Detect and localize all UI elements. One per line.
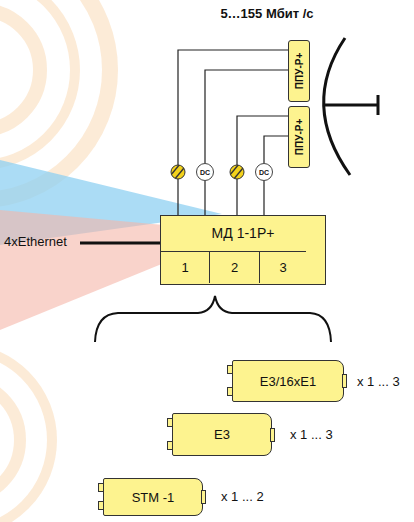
- box-label: ППУ-Р+: [294, 53, 305, 89]
- box-label: E3/16xE1: [260, 374, 316, 389]
- feed-unit-box: ППУ-Р+: [288, 106, 310, 168]
- connector-tab: [227, 365, 233, 374]
- interface-module: STM -1: [103, 478, 203, 516]
- signal-wire: [264, 136, 288, 163]
- connector-tab: [98, 483, 104, 492]
- quantity-label: x 1 ... 2: [221, 489, 264, 504]
- slot-number: 3: [279, 260, 286, 275]
- connector-tab: [270, 428, 275, 442]
- quantity-label: x 1 ... 3: [357, 374, 400, 389]
- dc-label: DC: [259, 169, 269, 176]
- signal-wire: [204, 181, 205, 215]
- signal-wire: [237, 116, 288, 215]
- module-brace: [95, 296, 331, 342]
- modem-box: МД 1-1Р+ 1 2 3: [160, 215, 326, 285]
- feed-unit-box: ППУ-Р+: [288, 40, 310, 102]
- signal-wire: [263, 181, 264, 215]
- surge-protector-stripes: [170, 164, 184, 180]
- box-label: МД 1-1Р+: [161, 225, 325, 241]
- antenna-feed: [323, 95, 378, 115]
- connector-tab: [98, 501, 104, 510]
- interface-module: E3/16xE1: [232, 360, 344, 402]
- slot-number: 1: [181, 260, 188, 275]
- quantity-label: x 1 ... 3: [290, 427, 333, 442]
- slot-number: 2: [231, 260, 238, 275]
- box-label: E3: [214, 427, 230, 442]
- surge-protector-body: [230, 165, 244, 179]
- decor-ring: [0, 0, 75, 165]
- box-label: STM -1: [132, 490, 175, 505]
- decor-ring: [0, 348, 52, 522]
- dc-block-circle: DC: [255, 163, 273, 181]
- connector-tab: [167, 441, 173, 450]
- interface-label: 4xEthernet: [4, 234, 67, 249]
- connector-tab: [167, 418, 173, 427]
- slot-cell: 2: [209, 251, 259, 283]
- connector-tab: [227, 387, 233, 396]
- surge-protector-symbol: [229, 164, 244, 180]
- dc-block-circle: DC: [196, 163, 214, 181]
- ethernet-line: [80, 242, 160, 245]
- connector-tab: [342, 374, 347, 388]
- surge-protector-symbol: [170, 164, 185, 180]
- slot-cell: 1: [161, 251, 209, 283]
- dc-label: DC: [200, 169, 210, 176]
- surge-protector-body: [171, 165, 185, 179]
- box-label: ППУ-Р+: [294, 119, 305, 155]
- decor-ring: [0, 380, 20, 500]
- interface-module: E3: [172, 413, 272, 456]
- diagram-title: 5…155 Мбит /с: [0, 6, 414, 21]
- slot-cell: 3: [259, 251, 306, 283]
- decor-ring: [0, 10, 40, 130]
- connector-tab: [201, 490, 206, 504]
- surge-protector-stripes: [229, 164, 243, 180]
- signal-wire: [178, 50, 288, 215]
